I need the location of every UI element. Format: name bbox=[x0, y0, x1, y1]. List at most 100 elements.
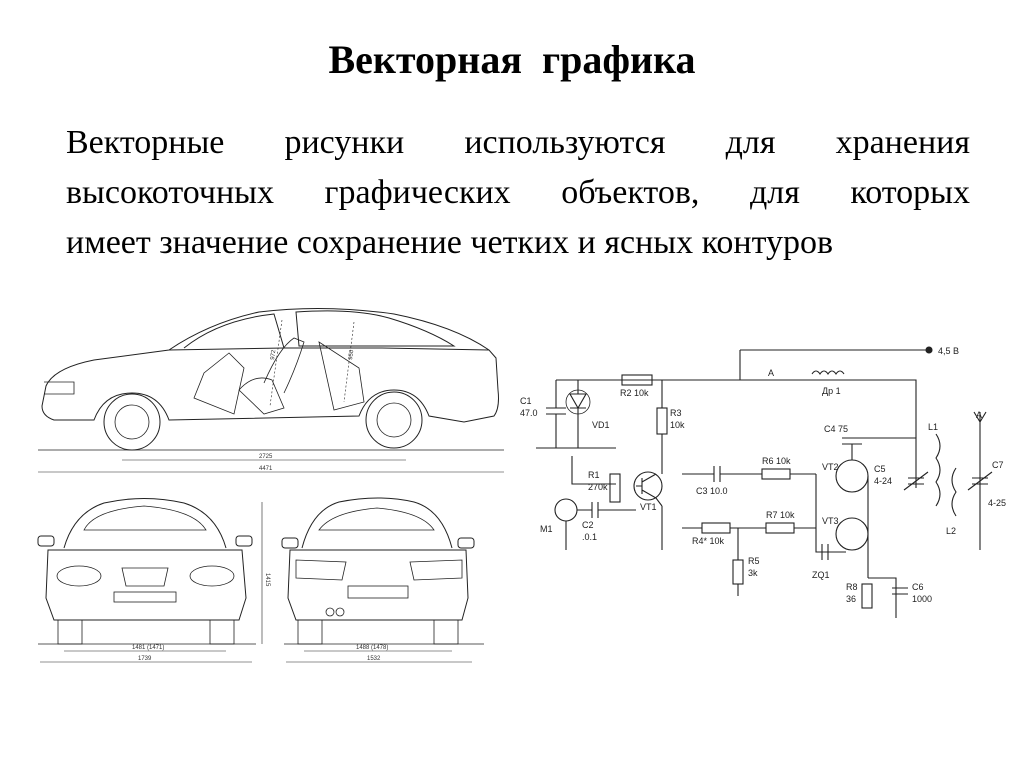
vd1-label: VD1 bbox=[592, 420, 610, 430]
r4-resistor bbox=[701, 522, 731, 534]
car-taillight-right bbox=[409, 559, 463, 581]
car-side-body bbox=[41, 307, 499, 423]
vt2-transistor bbox=[835, 459, 869, 493]
vd1-diode bbox=[569, 380, 587, 448]
r8-wire bbox=[868, 577, 897, 618]
rear-track-dim: 1488 (1478) bbox=[356, 645, 388, 651]
c5-wire bbox=[862, 437, 917, 488]
car-rear-mirror-right bbox=[457, 537, 475, 549]
top-rail-wire bbox=[556, 379, 917, 438]
c3-label: C3 10.0 bbox=[696, 486, 728, 496]
l2-label: L2 bbox=[946, 526, 956, 536]
door-height-dim-a: 972 bbox=[270, 349, 277, 360]
r2-label: R2 10k bbox=[620, 388, 649, 398]
car-open-front-door bbox=[193, 352, 245, 415]
r1-label: R1 bbox=[588, 470, 600, 480]
dr1-label: Др 1 bbox=[822, 386, 841, 396]
r1-wire bbox=[571, 456, 616, 485]
l1-coil bbox=[935, 433, 941, 507]
m1-microphone bbox=[554, 498, 578, 522]
vt1-leads bbox=[636, 473, 663, 507]
car-open-rear-door bbox=[318, 341, 365, 411]
c2-value: .0.1 bbox=[582, 532, 597, 542]
front-width-dim: 1739 bbox=[138, 656, 152, 662]
r1-value: 270k bbox=[588, 482, 608, 492]
c6-label: C6 bbox=[912, 582, 924, 592]
c3-capacitor bbox=[682, 466, 762, 482]
c6-value: 1000 bbox=[912, 594, 932, 604]
r5-value: 3k bbox=[748, 568, 758, 578]
car-side-rear-wheel bbox=[365, 391, 423, 449]
c7-trimmer bbox=[967, 471, 993, 491]
car-headlight-side bbox=[44, 381, 75, 395]
car-side-rear-window bbox=[295, 310, 456, 347]
front-track-dim: 1481 (1471) bbox=[132, 645, 164, 651]
car-front-roof bbox=[63, 498, 227, 549]
wheelbase-dim: 2725 bbox=[259, 454, 273, 460]
supply-label: 4,5 В bbox=[938, 346, 959, 356]
body-line-2: высокоточных графических объектов, для к… bbox=[66, 174, 970, 211]
door-height-line-a bbox=[269, 319, 283, 407]
car-front-windshield bbox=[83, 505, 207, 531]
car-front-headlight-right bbox=[189, 565, 235, 587]
r5-label: R5 bbox=[748, 556, 760, 566]
car-front-plate bbox=[113, 591, 177, 603]
r1-resistor bbox=[609, 473, 621, 503]
car-blueprint-svg: 2725 4471 972 950 1481 (1471) 1739 1415 bbox=[37, 307, 504, 663]
c2-label: C2 bbox=[582, 520, 594, 530]
car-blueprint-figure: 2725 4471 972 950 1481 (1471) 1739 1415 bbox=[34, 298, 514, 673]
circuit-schematic-svg: 4,5 В А А С1 47.0 VD1 R2 10k R3 10k Др 1… bbox=[520, 346, 1006, 618]
car-rear-plate bbox=[347, 585, 409, 599]
vd1-circle bbox=[565, 389, 591, 415]
car-front-tire-right bbox=[209, 619, 235, 645]
body-line-1: Векторные рисунки используются для хране… bbox=[66, 124, 970, 161]
car-rear-tire-left bbox=[297, 619, 323, 645]
length-dim: 4471 bbox=[259, 466, 273, 472]
car-front-mirror-left bbox=[37, 535, 55, 547]
slide-title: Векторная графика bbox=[328, 37, 696, 82]
rear-width-dim: 1532 bbox=[367, 656, 381, 662]
car-front-seat bbox=[238, 337, 305, 415]
vt3-transistor bbox=[835, 517, 869, 551]
slide-body-text: Векторные рисунки используются для хране… bbox=[66, 118, 970, 268]
car-exhaust-left bbox=[325, 607, 335, 617]
vt2-label: VT2 bbox=[822, 462, 839, 472]
c5-value: 4-24 bbox=[874, 476, 892, 486]
car-side-front-rim bbox=[114, 404, 150, 440]
r8-label: R8 bbox=[846, 582, 858, 592]
c1-value: 47.0 bbox=[520, 408, 538, 418]
car-rear-roof bbox=[301, 497, 453, 549]
car-front-headlight-left bbox=[56, 565, 102, 587]
r3-resistor bbox=[656, 407, 668, 435]
body-line-3: имеет значение сохранение четких и ясных… bbox=[66, 224, 834, 261]
circuit-schematic-figure: 4,5 В А А С1 47.0 VD1 R2 10k R3 10k Др 1… bbox=[516, 338, 1016, 618]
l1-label: L1 bbox=[928, 422, 938, 432]
car-side-front-wheel bbox=[103, 393, 161, 451]
car-side-rear-rim bbox=[376, 402, 412, 438]
r7-resistor bbox=[765, 522, 795, 534]
c6-capacitor bbox=[892, 587, 908, 595]
car-front-body bbox=[45, 549, 247, 621]
dr1-inductor bbox=[811, 370, 845, 375]
car-front-grille bbox=[121, 567, 169, 587]
m1-label: M1 bbox=[540, 524, 553, 534]
car-side-beltline bbox=[168, 347, 490, 351]
r8-value: 36 bbox=[846, 594, 856, 604]
antenna-label: А bbox=[976, 410, 982, 420]
car-side-view: 2725 4471 972 950 bbox=[38, 307, 504, 473]
car-rear-mirror-left bbox=[281, 537, 299, 549]
r7-label: R7 10k bbox=[766, 510, 795, 520]
c1-label: С1 bbox=[520, 396, 532, 406]
c7-value: 4-25 bbox=[988, 498, 1006, 508]
car-rear-body bbox=[287, 549, 469, 621]
car-front-view: 1481 (1471) 1739 1415 bbox=[37, 498, 270, 663]
car-rear-window bbox=[318, 507, 435, 531]
r3-value: 10k bbox=[670, 420, 685, 430]
car-rear-tire-right bbox=[433, 619, 459, 645]
door-height-line-b bbox=[343, 321, 355, 403]
car-exhaust-right bbox=[335, 607, 345, 617]
c7-label: С7 bbox=[992, 460, 1004, 470]
vt1-transistor bbox=[633, 471, 663, 501]
car-side-front-window bbox=[183, 313, 285, 349]
car-front-tire-left bbox=[57, 619, 83, 645]
